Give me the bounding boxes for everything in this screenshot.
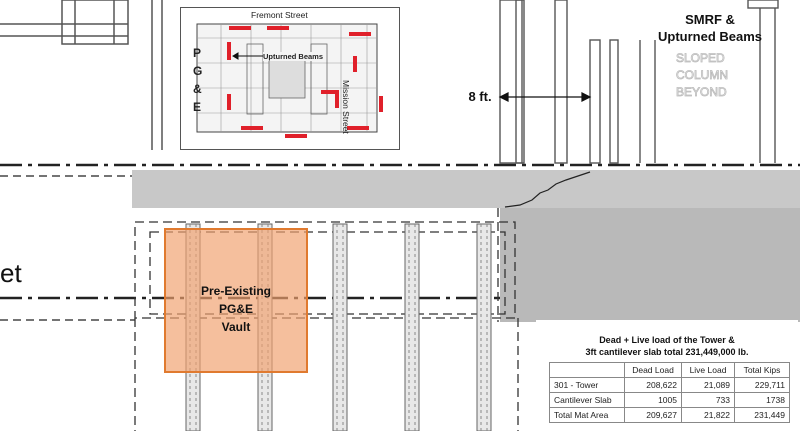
- svg-text:SLOPED: SLOPED: [676, 51, 725, 65]
- site-plan-inset: Fremont Street Mission Street P G & E Up…: [180, 7, 400, 150]
- inset-arrow: [232, 52, 263, 60]
- vault-label-line1: Pre-Existing: [200, 284, 272, 298]
- load-table-caption-line2: 3ft cantilever slab total 231,449,000 lb…: [585, 347, 749, 357]
- tower-slab-area: [500, 208, 800, 322]
- pge-letter-p: P: [193, 46, 202, 60]
- inset-plan-drawing: [196, 23, 383, 138]
- table-cell: Total Mat Area: [549, 407, 625, 423]
- vault-label-line3: Vault: [221, 320, 251, 334]
- pge-vault: Pre-Existing PG&E Vault: [164, 228, 308, 373]
- inset-core: [246, 43, 328, 115]
- load-table-header: Live Load: [681, 362, 735, 378]
- smrf-label: SMRF &: [685, 12, 735, 27]
- pge-letter-g: G: [193, 64, 203, 78]
- table-cell: 21,822: [681, 407, 735, 423]
- table-row: 301 - Tower 208,622 21,089 229,711: [549, 377, 790, 393]
- table-cell: Cantilever Slab: [549, 392, 625, 408]
- tower-columns: [499, 0, 779, 164]
- mission-street-label: Mission Street: [341, 80, 351, 134]
- load-table-header-row: Dead Load Live Load Total Kips: [549, 362, 790, 378]
- inset-upturned-beams-label: Upturned Beams: [263, 52, 324, 61]
- fremont-street-label: Fremont Street: [251, 10, 308, 20]
- table-cell: 1005: [624, 392, 682, 408]
- sloped-column-ghost-text: SLOPED COLUMN BEYOND: [676, 51, 729, 100]
- upturned-beams-label: Upturned Beams: [657, 29, 763, 44]
- table-row: Total Mat Area 209,627 21,822 231,449: [549, 407, 790, 423]
- table-cell: 733: [681, 392, 735, 408]
- table-cell: 301 - Tower: [549, 377, 625, 393]
- crack-line: [504, 171, 591, 208]
- load-table-header: [549, 362, 625, 378]
- table-cell: 229,711: [734, 377, 790, 393]
- dimension-arrow: [498, 92, 592, 102]
- load-table-caption-line1: Dead + Live load of the Tower &: [599, 335, 735, 345]
- table-cell: 209,627: [624, 407, 682, 423]
- inset-upturned-beams: [227, 26, 383, 138]
- load-table-header: Total Kips: [734, 362, 790, 378]
- svg-text:BEYOND: BEYOND: [676, 85, 727, 99]
- pge-letter-e: E: [193, 100, 202, 114]
- load-table: Dead Load Live Load Total Kips 301 - Tow…: [549, 362, 790, 423]
- table-row: Cantilever Slab 1005 733 1738: [549, 392, 790, 408]
- pge-letter-amp: &: [193, 82, 202, 96]
- load-table-panel: Dead + Live load of the Tower & 3ft cant…: [536, 320, 798, 431]
- svg-text:COLUMN: COLUMN: [676, 68, 728, 82]
- table-cell: 231,449: [734, 407, 790, 423]
- slab-band: [132, 170, 800, 208]
- load-table-header: Dead Load: [624, 362, 682, 378]
- dimension-label: 8 ft.: [468, 89, 492, 104]
- table-cell: 1738: [734, 392, 790, 408]
- table-cell: 208,622: [624, 377, 682, 393]
- vault-label-line2: PG&E: [218, 302, 253, 316]
- table-cell: 21,089: [681, 377, 735, 393]
- upper-wall-lines: [0, 0, 163, 150]
- street-label-fragment: et: [0, 258, 22, 288]
- foundation-outlines: [134, 208, 519, 431]
